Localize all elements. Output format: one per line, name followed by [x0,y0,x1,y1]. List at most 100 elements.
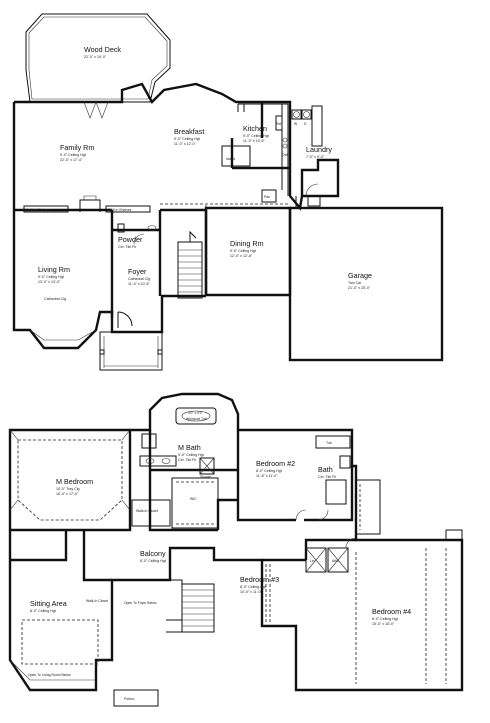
second-floor-stairs [166,583,215,633]
laundry-size: 7'-0" x 9'-0" [306,155,325,159]
living-rm-ceiling: 9'-0" Ceiling Hgt [38,275,64,279]
kitchen-counter [237,103,289,196]
breakfast-bay [151,83,237,103]
mbath-vanity [139,455,177,467]
wood-deck-inner [28,16,168,100]
kitchen-size: 11'-0" x 13'-6" [243,139,266,143]
balcony-ceiling: 8'-0" Ceiling Hgt [140,559,166,563]
lin-label: Lin [310,559,315,563]
open-foyer-label: Open To Foyer Below [124,601,157,605]
portico-label: Portico [124,697,135,701]
living-rm-label: Living Rm [38,265,70,274]
front-door-swing [117,311,133,328]
dining-rm-label: Dining Rm [230,239,264,248]
tub-size-label: 5'0" x 5'0" [188,411,204,415]
family-rm-window-marks [83,101,109,119]
garage-walls [288,206,444,362]
garage-label: Garage [348,271,372,280]
wood-deck-outline [25,13,171,103]
bedroom2-closet [355,479,381,535]
fireplace [79,199,101,212]
wic-dash [176,481,214,525]
bedroom-2-label: Bedroom #2 [256,459,295,468]
sitting-area-ceiling: 8'-0" Ceiling Hgt [30,609,56,613]
first-floor-plan: Wood Deck 22'-0" x 19'-0" Family Rm 9'-0… [12,13,444,371]
built-in-shelves-left-label: Built In Shelves [26,208,50,212]
m-bedroom-label: M Bedroom [56,477,93,486]
living-rm-note: Cathedral Clg [44,297,66,301]
m-bedroom-ceiling: 10'-0" Tray Clg [56,487,80,491]
linen-closet-label: Walk-In Closet [86,599,108,603]
tub-basin [181,410,211,422]
powder-label: Powder [118,235,143,244]
breakfast-ceiling: 9'-0" Ceiling Hgt [174,137,200,141]
built-in-shelves-right-label: Built In Shelves [108,208,132,212]
mbath-toilet-room [141,433,157,449]
first-floor-interior-walls [14,102,290,318]
bath2-tub-label: Tub [326,441,332,445]
bedroom-2-ceiling: 8'-0" Ceiling Hgt [256,469,282,473]
m-bath-note: Cer. Tile Flr [178,458,197,462]
refrigerator [275,115,283,131]
family-rm-ceiling: 9'-0" Ceiling Hgt [60,153,86,157]
wood-deck-label: Wood Deck [84,45,121,54]
attic-label: Attic [332,559,339,563]
first-floor-stairs [177,230,203,299]
kitchen-island [221,145,251,167]
m-bedroom-size: 16'-4" x 17'-0" [56,492,79,496]
walk-in-closet-master [171,477,219,529]
fireplace-hearth [83,195,97,200]
laundry-counter [311,105,323,147]
second-floor-exterior-walls [8,392,464,692]
washer-icon [293,111,300,118]
hall-closets [305,547,349,573]
m-bath-label: M Bath [178,443,201,452]
bath-toilet [339,455,351,469]
bath-label: Bath [318,465,333,474]
second-floor-plan: M Bedroom 10'-0" Tray Clg 16'-4" x 17'-0… [8,392,464,707]
shower-label: Shower [200,475,212,479]
sink-icon [282,137,288,143]
garage-ceiling: Two Car [348,281,362,285]
open-to-foyer-rail [112,579,183,584]
dining-rm-size: 12'-0" x 12'-8" [230,254,253,258]
living-rm-size: 13'-0" x 13'-0" [38,280,61,284]
garage-size: 21'-0" x 25'-0" [348,286,371,290]
dw-label: DW [282,153,288,157]
dryer [301,109,312,120]
sitting-area-bay [9,659,96,681]
open-living-label: Open To Living Room Below [28,673,71,677]
bath-door-swing [317,509,329,521]
mbath-sink-1 [145,458,155,464]
family-rm-label: Family Rm [60,143,94,152]
ref-label: Ref [276,122,281,126]
front-porch [99,331,163,371]
portico [113,689,159,707]
breakfast-label: Breakfast [174,127,204,136]
bath-tub [315,435,351,449]
dryer-icon [303,111,310,118]
built-in-shelves-left [23,205,69,213]
open-living-area [21,619,99,665]
powder-note: Cer. Tile Flr [118,245,137,249]
bedroom-4-ceiling: 8'-0" Ceiling Hgt [372,617,398,621]
bedroom2-door-swing [295,509,307,521]
washer [291,109,302,120]
balcony-label: Balcony [140,549,166,558]
breakfast-size: 11'-0" x 12'-0" [174,142,197,146]
foyer-size: 11'-4" x 10'-8" [128,282,151,286]
pantry [261,189,277,203]
garage-door-swing [305,183,319,197]
bath-note: Cer. Tile Flr [318,475,337,479]
kitchen-ceiling: 9'-0" Ceiling Hgt [243,134,269,138]
dining-rm-ceiling: 9'-0" Ceiling Hgt [230,249,256,253]
island-label: Island [226,157,235,161]
mbath-shower [199,457,215,475]
bedroom-4-size: 15'-0" x 18'-0" [372,622,395,626]
mbath-shower-x [199,457,215,475]
dining-dashes [160,203,290,208]
bedroom-4-label: Bedroom #4 [372,607,411,616]
powder-toilet [117,223,125,233]
family-rm-size: 22'-0" x 17'-4" [60,158,83,162]
master-bath-bay [161,393,239,415]
